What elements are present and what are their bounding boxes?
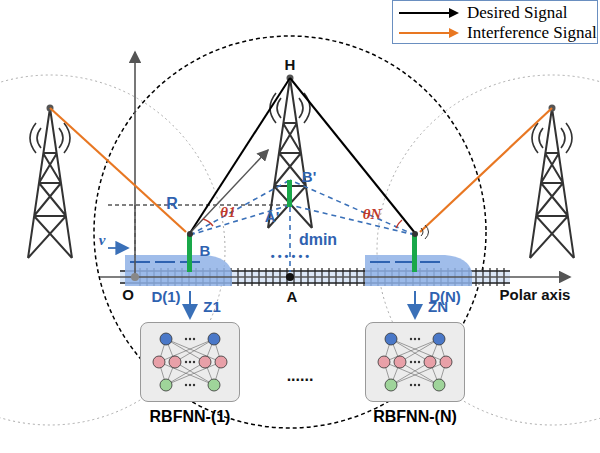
figure-label: D(1): [151, 289, 180, 304]
figure-label: A': [265, 209, 279, 224]
legend-line-sample: [399, 7, 459, 19]
figure-label: v: [99, 233, 106, 248]
legend-text: Interference Signal: [467, 23, 597, 43]
network-box: [365, 322, 465, 402]
figure-label: O: [122, 287, 134, 302]
figure-label: dmin: [299, 232, 337, 248]
figure-label: A: [287, 289, 298, 304]
figure-label: θN: [363, 207, 382, 222]
figure-label: ......: [287, 368, 314, 384]
network-box: [140, 322, 240, 402]
figure-label: H: [285, 57, 296, 72]
rbfnn-module: RBFNN-(1): [140, 322, 240, 426]
rbfnn-module: RBFNN-(N): [365, 322, 465, 426]
figure-label: • • • • • •: [271, 251, 309, 262]
module-label: RBFNN-(1): [140, 408, 240, 426]
module-label: RBFNN-(N): [365, 408, 465, 426]
figure-label: Polar axis: [500, 287, 571, 302]
figure-label: θ1: [220, 205, 235, 220]
figure-label: Z1: [203, 299, 221, 314]
network-graphic: [366, 323, 464, 401]
legend-box: Desired SignalInterference Signal: [392, 0, 598, 44]
network-graphic: [141, 323, 239, 401]
legend-text: Desired Signal: [467, 3, 568, 23]
figure-label: B: [200, 243, 211, 258]
legend-line-sample: [399, 27, 459, 39]
figure-label: B': [302, 169, 316, 184]
figure-label: R: [166, 196, 178, 212]
figure-label: ZN: [428, 299, 448, 314]
